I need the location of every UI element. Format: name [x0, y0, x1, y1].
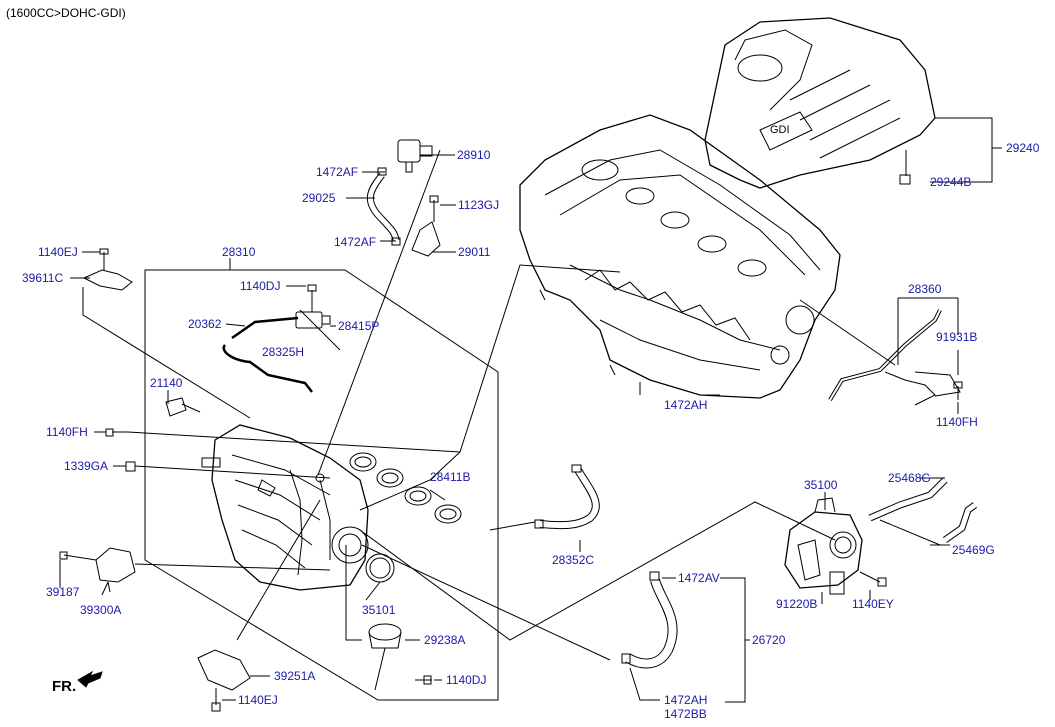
- part-label-28910[interactable]: 28910: [457, 148, 491, 162]
- part-label-35101[interactable]: 35101: [362, 603, 396, 617]
- engine-head: [519, 114, 841, 399]
- part-label-1140EY[interactable]: 1140EY: [852, 597, 894, 611]
- bolt-1140FH-right[interactable]: [953, 381, 963, 400]
- intake-manifold[interactable]: [201, 424, 369, 591]
- hose-25468G[interactable]: [868, 477, 948, 522]
- hose-26720[interactable]: [621, 571, 678, 669]
- part-label-91220B[interactable]: 91220B: [776, 597, 818, 611]
- part-label-29240[interactable]: 29240: [1006, 141, 1040, 155]
- part-label-1140EJ-top[interactable]: 1140EJ: [38, 245, 78, 259]
- part-label-39611C[interactable]: 39611C: [22, 271, 64, 285]
- bolt-39187[interactable]: [59, 551, 97, 561]
- hose-28352C[interactable]: [534, 464, 600, 530]
- bolt-1140DJ-bot[interactable]: [415, 675, 432, 685]
- engine-spec-header: (1600CC>DOHC-GDI): [6, 6, 126, 20]
- part-label-26720[interactable]: 26720: [752, 633, 786, 647]
- part-label-1140DJ-top[interactable]: 1140DJ: [240, 279, 281, 293]
- part-label-1123GJ[interactable]: 1123GJ: [458, 198, 500, 212]
- actuator-29238A[interactable]: [368, 623, 402, 691]
- part-label-1140FH-right[interactable]: 1140FH: [936, 415, 978, 429]
- purge-solenoid[interactable]: [397, 139, 433, 173]
- bolt-1140EY[interactable]: [859, 571, 887, 587]
- part-label-1472BB[interactable]: 1472BB: [664, 707, 707, 721]
- part-label-28310[interactable]: 28310: [222, 245, 256, 259]
- hose-25469G[interactable]: [942, 502, 978, 543]
- map-sensor-39300A[interactable]: [95, 547, 136, 593]
- bracket-29011[interactable]: [411, 221, 441, 257]
- bolt-1123GJ[interactable]: [429, 195, 439, 222]
- bolt-1140EJ-bot[interactable]: [211, 688, 221, 712]
- part-label-39251A[interactable]: 39251A: [274, 669, 316, 683]
- cover-grommet[interactable]: [899, 174, 911, 185]
- part-label-1140FH-left[interactable]: 1140FH: [46, 425, 88, 439]
- part-label-28352C[interactable]: 28352C: [552, 553, 595, 567]
- bolt-1140DJ-top[interactable]: [307, 284, 317, 312]
- part-label-1472AH-engine[interactable]: 1472AH: [664, 398, 708, 412]
- bracket-39251A[interactable]: [197, 649, 251, 691]
- leader-lines: [59, 117, 1002, 703]
- gdi-badge-text: GDI: [770, 124, 790, 136]
- part-label-1140EJ-bot[interactable]: 1140EJ: [238, 693, 278, 707]
- fitting-21140[interactable]: [165, 397, 201, 417]
- part-label-1472AF-top[interactable]: 1472AF: [316, 165, 359, 179]
- part-label-28325H[interactable]: 28325H: [262, 345, 305, 359]
- front-arrow-icon: [77, 670, 103, 688]
- part-label-28360[interactable]: 28360: [908, 282, 942, 296]
- front-direction-label: FR.: [52, 678, 77, 695]
- engine-cover[interactable]: GDI: [704, 17, 936, 189]
- part-label-28411B[interactable]: 28411B: [430, 470, 471, 484]
- bolt-1140EJ-top[interactable]: [99, 248, 109, 270]
- manifold-throttle-flange: [331, 526, 369, 564]
- part-label-25468G[interactable]: 25468G: [888, 471, 931, 485]
- vacuum-hose-assembly[interactable]: [222, 316, 313, 393]
- bolt-1140FH-left[interactable]: [105, 428, 128, 437]
- part-label-1472AV[interactable]: 1472AV: [678, 571, 720, 585]
- vacuum-valve-28415P[interactable]: [295, 311, 331, 329]
- part-label-1140DJ-bot[interactable]: 1140DJ: [446, 673, 487, 687]
- part-label-28415P[interactable]: 28415P: [338, 319, 380, 333]
- part-label-29025[interactable]: 29025: [302, 191, 336, 205]
- part-label-1339GA[interactable]: 1339GA: [64, 459, 109, 473]
- part-label-39300A[interactable]: 39300A: [80, 603, 122, 617]
- part-label-29011[interactable]: 29011: [458, 245, 491, 259]
- part-label-39187[interactable]: 39187: [46, 585, 80, 599]
- part-label-29238A[interactable]: 29238A: [424, 633, 466, 647]
- part-label-25469G[interactable]: 25469G: [952, 543, 995, 557]
- hose-29025[interactable]: [366, 167, 401, 246]
- part-label-21140[interactable]: 21140: [150, 376, 183, 390]
- coolant-pipe-28360[interactable]: [828, 309, 942, 406]
- throttle-body-35100[interactable]: [784, 497, 863, 589]
- part-label-20362[interactable]: 20362: [188, 317, 222, 331]
- part-label-1472AF-bot[interactable]: 1472AF: [334, 235, 377, 249]
- bracket-39611C[interactable]: [82, 269, 133, 291]
- part-label-91931B[interactable]: 91931B: [936, 330, 978, 344]
- part-label-1472AH-bot[interactable]: 1472AH: [664, 693, 708, 707]
- nut-1339GA[interactable]: [125, 461, 136, 472]
- part-label-29244B[interactable]: 29244B: [930, 175, 972, 189]
- manifold-gasket[interactable]: [349, 452, 462, 524]
- bracket-91931B[interactable]: [914, 371, 961, 397]
- part-label-35100[interactable]: 35100: [804, 478, 838, 492]
- sensor-91220B[interactable]: [829, 571, 845, 595]
